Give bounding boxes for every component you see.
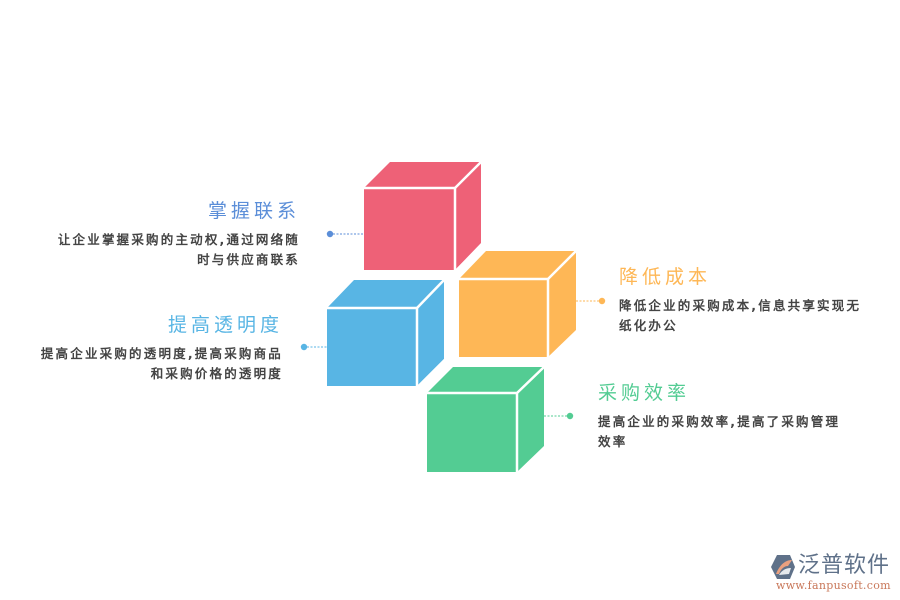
item-efficiency-desc-line-2: 效率 (598, 434, 628, 449)
item-cost: 降低成本 降低企业的采购成本,信息共享实现无 纸化办公 (619, 265, 899, 336)
item-efficiency: 采购效率 提高企业的采购效率,提高了采购管理 效率 (598, 381, 888, 452)
logo-mark-icon (771, 555, 795, 579)
brand-logo: 泛普软件 www.fanpusoft.com (768, 552, 893, 592)
cube-green (415, 356, 545, 472)
item-cost-desc: 降低企业的采购成本,信息共享实现无 纸化办公 (619, 296, 899, 336)
item-contact-title: 掌握联系 (207, 200, 300, 222)
item-efficiency-desc: 提高企业的采购效率,提高了采购管理 效率 (598, 412, 888, 452)
item-contact-desc-line-1: 让企业掌握采购的主动权,通过网络随 (57, 232, 300, 247)
logo-url: www.fanpusoft.com (776, 579, 891, 592)
connector-blue (300, 343, 327, 351)
item-cost-desc-line-1: 降低企业的采购成本,信息共享实现无 (619, 298, 862, 313)
item-transparency-title: 提高透明度 (167, 314, 283, 336)
item-transparency-desc: 提高企业采购的透明度,提高采购商品 和采购价格的透明度 (5, 344, 283, 384)
cube-red (364, 161, 482, 270)
item-efficiency-desc-line-1: 提高企业的采购效率,提高了采购管理 (598, 414, 841, 429)
item-cost-desc-line-2: 纸化办公 (619, 318, 678, 333)
item-contact-desc: 让企业掌握采购的主动权,通过网络随 时与供应商联系 (20, 230, 300, 270)
item-contact: 掌握联系 让企业掌握采购的主动权,通过网络随 时与供应商联系 (20, 199, 300, 270)
item-transparency-desc-line-2: 和采购价格的透明度 (150, 366, 283, 381)
connector-green (544, 412, 574, 420)
logo-name: 泛普软件 (798, 553, 891, 578)
connector-red (326, 230, 364, 238)
item-efficiency-title: 采购效率 (598, 382, 691, 404)
cube-blue (327, 279, 445, 386)
connector-orange (576, 297, 606, 305)
item-cost-title: 降低成本 (619, 266, 712, 288)
cube-orange (453, 241, 577, 357)
item-transparency-desc-line-1: 提高企业采购的透明度,提高采购商品 (40, 346, 283, 361)
item-contact-desc-line-2: 时与供应商联系 (197, 252, 300, 267)
item-transparency: 提高透明度 提高企业采购的透明度,提高采购商品 和采购价格的透明度 (5, 313, 283, 384)
